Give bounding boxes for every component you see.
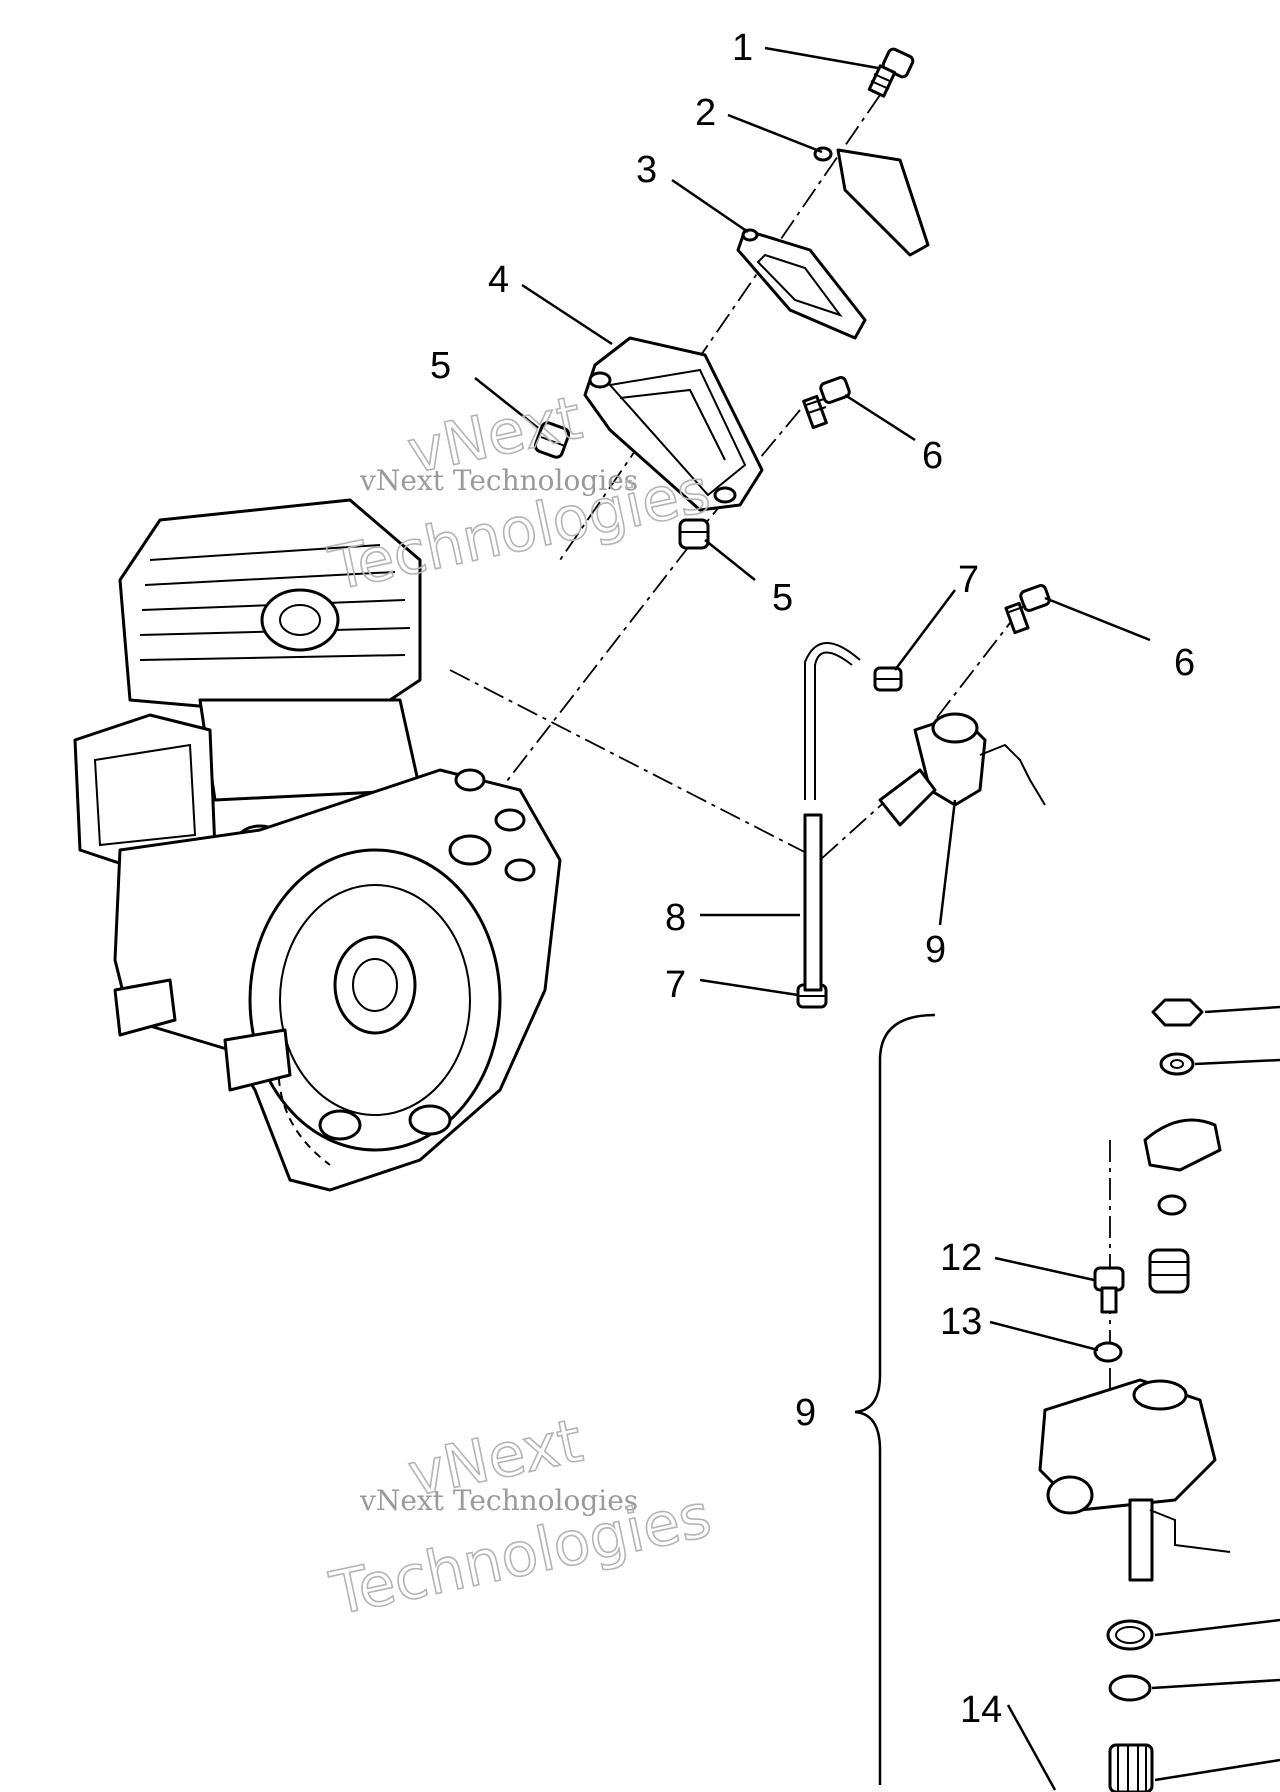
watermark-lower: vNext vNext Technologies Technologies [324,1405,718,1630]
part-6-bolt-lower [1004,584,1051,635]
callout-4: 4 [488,259,509,301]
callout-8: 8 [665,897,686,939]
part-4-manifold [583,336,764,512]
watermark-small-text: vNext Technologies [359,464,638,497]
part-5-grommet-lower [678,518,710,550]
exploded-oil-pump [1038,998,1231,1792]
engine-assembly [73,498,562,1192]
callout-5-upper: 5 [430,345,451,387]
callout-3: 3 [636,149,657,191]
callout-7-lower: 7 [665,964,686,1006]
callout-9-lower: 9 [795,1392,816,1434]
callouts: 1 2 3 4 5 6 5 7 6 8 9 7 12 13 9 14 [430,27,1195,1731]
part-3-gasket [736,228,867,340]
part-1-bolt [867,47,915,98]
callout-12: 12 [940,1237,982,1279]
callout-6-upper: 6 [922,435,943,477]
callout-6-lower: 6 [1174,642,1195,684]
part-7-clamp-upper [873,666,903,692]
callout-13: 13 [940,1301,982,1343]
part-9-bracket [854,1013,936,1785]
callout-7-upper: 7 [958,559,979,601]
callout-14: 14 [960,1689,1002,1731]
part-8-oil-line [803,642,861,992]
callout-9-upper: 9 [925,929,946,971]
part-9-oil-pump-small [878,712,1046,827]
callout-5-lower: 5 [772,577,793,619]
cylinder-fins [139,544,411,661]
callout-1: 1 [732,27,753,69]
leader-lines [474,46,1280,1791]
watermark-small-text: vNext Technologies [359,1484,638,1517]
callout-2: 2 [695,92,716,134]
part-6-bolt-upper [802,376,851,430]
part-2-cover-plate [813,146,930,257]
part-5-grommet-upper [533,421,571,459]
